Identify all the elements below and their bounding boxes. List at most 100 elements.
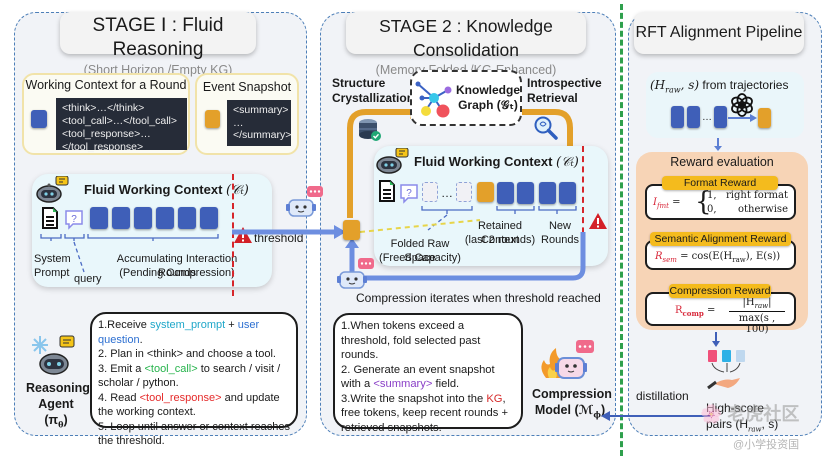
down-arrow-icon	[714, 138, 722, 151]
semantic-reward-formula: Rsem = cos(E(Hraw), E(s))	[655, 251, 780, 264]
step-highlight: KG	[486, 392, 503, 405]
reward-evaluation-title: Reward evaluation	[670, 155, 774, 169]
database-icon	[359, 119, 381, 141]
stage1-threshold-line	[232, 174, 234, 296]
step-2: 2. Plan in <think> and choose a tool.	[98, 348, 276, 360]
knowledge-graph-icon	[415, 81, 452, 118]
system-prompt-document-icon	[42, 207, 58, 229]
stage1-context-title: Fluid Working Context (𝒞ₜ)	[84, 182, 249, 198]
step-3: 3.Write the snapshot into the KG, free t…	[341, 392, 515, 436]
agent-symbol: Agent (πθ)	[26, 396, 86, 433]
context-brackets	[40, 234, 219, 273]
retained-block	[497, 182, 514, 204]
kg-label-line1: Knowledge	[456, 83, 521, 97]
step-text: +	[225, 319, 238, 331]
threshold-warning-icon	[589, 213, 607, 229]
compression-lhs: R	[675, 305, 683, 316]
llm-arrow	[728, 114, 757, 122]
stage-divider	[620, 4, 623, 456]
event-snapshot-code: <summary> … </summary>	[227, 100, 291, 146]
ellipsis: …	[702, 112, 712, 123]
round-block	[112, 207, 130, 229]
agent-symbol-sub: θ	[58, 419, 64, 430]
stage2-threshold-line	[582, 146, 584, 274]
system-prompt-label: System Prompt	[34, 253, 71, 279]
step-5: 5. Loop until answer or context reaches …	[98, 420, 291, 448]
traj-math-rest: , s)	[680, 78, 700, 92]
stage2-steps-bubble: 1.When tokens exceed a threshold, fold s…	[333, 313, 523, 434]
folded-block	[456, 182, 472, 202]
structure-crystallization-label: Structure Crystallization	[332, 76, 415, 105]
new-rounds-label: New	[548, 220, 571, 232]
compression-model-icon	[541, 340, 594, 379]
working-context-card: Working Context for a Round <think>…</th…	[22, 73, 190, 155]
semantic-rhs: = cos(E(H	[676, 251, 733, 262]
retained-context-sublabel: (last 2 rounds)	[464, 234, 536, 246]
stage2-context-title: Fluid Working Context (𝒞ₜ)	[414, 154, 579, 170]
num-end: |	[768, 297, 772, 308]
round-block	[178, 207, 196, 229]
traj-math-sub: raw	[665, 85, 681, 95]
format-reward-tag: Format Reward	[662, 176, 778, 190]
svg-text:?: ?	[71, 214, 77, 225]
num-text: |H	[742, 297, 755, 308]
pairs-text: pairs (H	[706, 417, 749, 431]
pairs-line2: pairs (Hraw, s)	[706, 416, 778, 437]
compression-robot-icon	[286, 186, 323, 217]
semantic-reward-tag: Semantic Alignment Reward	[650, 232, 791, 246]
stage1-steps-bubble: 1.Receive system_prompt + user question.…	[90, 312, 298, 447]
openai-logo-icon	[731, 93, 753, 117]
compression-robot-icon	[337, 258, 374, 289]
step-highlight: system_prompt	[149, 319, 226, 331]
round-block-icon	[31, 110, 47, 128]
pending-label: (Pending Compression)	[119, 267, 235, 279]
step-text: 4. Read	[98, 391, 140, 404]
code-line: </summary>	[233, 129, 292, 141]
compression-numerator: |Hraw|	[727, 297, 787, 310]
compression-loop-label: Compression iterates when threshold reac…	[356, 291, 601, 305]
trajectory-block	[687, 106, 700, 128]
code-line: <think>…</think>	[62, 102, 145, 114]
step-highlight: user question	[98, 319, 260, 346]
step-text: and update the working context.	[98, 391, 280, 419]
stage2-brackets	[421, 206, 577, 231]
semantic-rhs-sub: raw	[732, 256, 746, 264]
threshold-warning-icon	[234, 227, 252, 243]
model-symbol: Model (ℳϕ)	[532, 402, 608, 423]
working-context-card-title: Working Context for a Round	[25, 78, 187, 92]
step-2: 2. Generate an event snapshot with a <su…	[341, 363, 515, 392]
step-text: field.	[432, 378, 460, 390]
format-case2-condition: otherwise	[738, 204, 788, 215]
round-block	[200, 207, 218, 229]
compression-reward-tag: Compression Reward	[669, 284, 771, 298]
stage2-title: STAGE 2 : Knowledge Consolidation	[379, 16, 553, 60]
system-prompt-document-icon	[379, 180, 395, 202]
step-highlight: <tool_response>	[139, 391, 222, 404]
query-label: query	[74, 273, 102, 285]
folded-block	[422, 182, 438, 202]
watermark-handle: @小学投资国	[733, 439, 800, 451]
high-score-pairs-label: High-score pairs (Hraw, s)	[706, 400, 778, 437]
step-4: 4. Read <tool_response> and update the w…	[98, 391, 290, 420]
round-block	[90, 207, 108, 229]
trajectory-block	[714, 106, 727, 128]
fraction-bar	[729, 311, 785, 312]
step-text: 3. Emit a	[98, 362, 145, 375]
agent-symbol-close: )	[63, 413, 68, 427]
knowledge-graph-label: Knowledge Graph (𝒢ₜ)	[456, 83, 520, 113]
step-1: 1.When tokens exceed a threshold, fold s…	[341, 320, 481, 361]
distillation-arrow	[601, 411, 710, 421]
kg-label-line2: Graph (𝒢ₜ)	[458, 98, 518, 112]
pairs-sub: raw	[748, 425, 762, 434]
format-brace: {	[695, 187, 712, 217]
stage1-title-card: STAGE Ⅰ : Fluid Reasoning (Short Horizon…	[60, 12, 256, 77]
step-1: 1.Receive system_prompt + user question.	[98, 318, 290, 347]
step-highlight: <summary>	[373, 378, 433, 390]
traj-math: (H	[650, 78, 666, 92]
format-lhs-sub: fmt	[656, 202, 669, 210]
format-case1-condition: right format	[726, 190, 788, 201]
query-icon: ?	[65, 210, 83, 230]
stage2-title-card: STAGE 2 : Knowledge Consolidation (Memor…	[346, 12, 586, 77]
snapshot-block-icon	[205, 110, 220, 128]
num-sub: raw	[754, 302, 769, 310]
